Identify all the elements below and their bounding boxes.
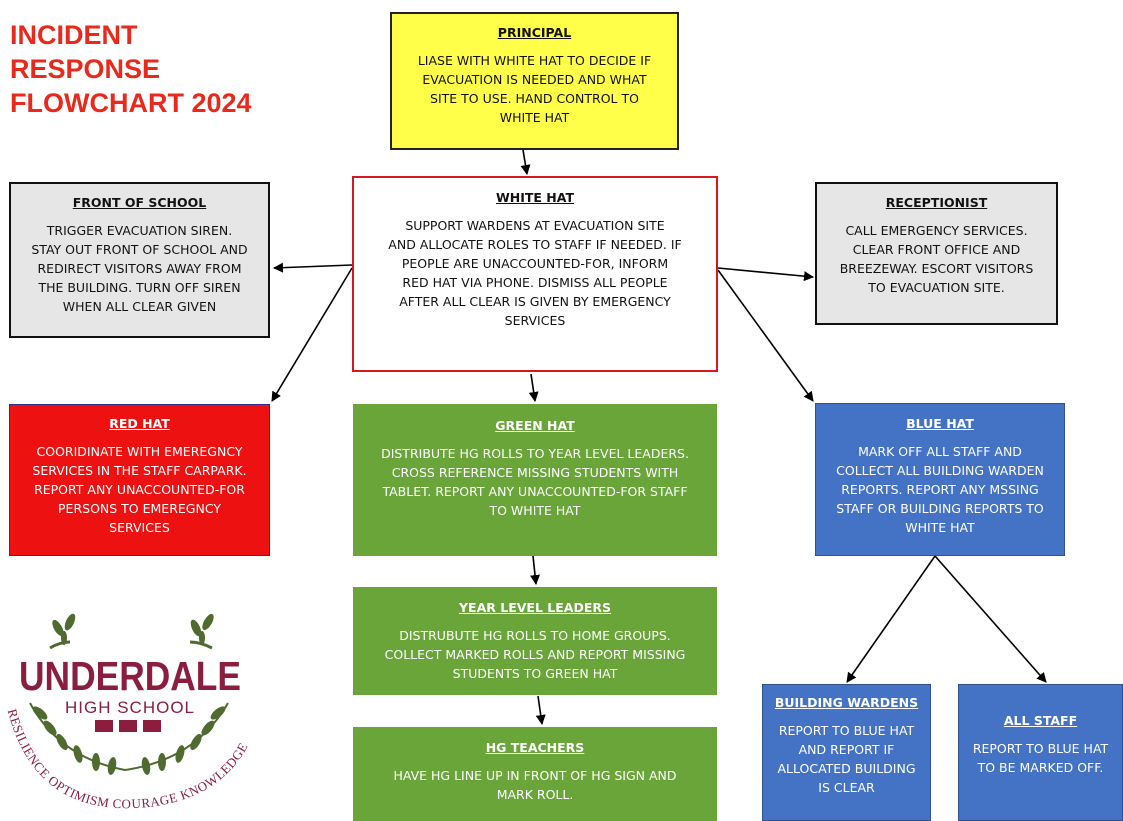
arrow-blue-hat-to-all-staff [934, 555, 1047, 683]
principal-text-line: EVACUATION IS NEEDED AND WHAT [422, 72, 647, 87]
white-hat-text-line: AFTER ALL CLEAR IS GIVEN BY EMERGENCY [399, 294, 671, 309]
front-of-school-heading: FRONT OF SCHOOL [72, 195, 207, 210]
building-wardens-text-line: ALLOCATED BUILDING [777, 761, 916, 776]
front-of-school-text-line: TRIGGER EVACUATION SIREN. [46, 223, 233, 238]
white-hat-text-line: AND ALLOCATE ROLES TO STAFF IF NEEDED. I… [388, 237, 682, 252]
year-level-leaders-text-line: COLLECT MARKED ROLLS AND REPORT MISSING [384, 647, 686, 662]
blue-hat-text-line: MARK OFF ALL STAFF AND [858, 444, 1022, 459]
arrow-white-hat-to-blue-hat [717, 269, 814, 402]
all-staff-text-line: TO BE MARKED OFF. [977, 760, 1104, 775]
green-hat-text-line: TO WHITE HAT [489, 503, 581, 518]
front-of-school-text-line: REDIRECT VISITORS AWAY FROM [37, 261, 242, 276]
hg-teachers-heading: HG TEACHERS [485, 740, 585, 755]
green-hat-text-line: CROSS REFERENCE MISSING STUDENTS WITH [391, 465, 679, 480]
arrow-white-hat-to-green-hat [528, 373, 539, 402]
white-hat-box: WHITE HAT SUPPORT WARDENS AT EVACUATION … [352, 176, 718, 372]
hg-teachers-text-line: MARK ROLL. [496, 787, 574, 802]
front-of-school-box: FRONT OF SCHOOL TRIGGER EVACUATION SIREN… [9, 182, 270, 338]
year-level-leaders-text-line: DISTRUBUTE HG ROLLS TO HOME GROUPS. [399, 628, 671, 643]
all-staff-text-line: REPORT TO BLUE HAT [972, 741, 1109, 756]
building-wardens-text-line: AND REPORT IF [798, 742, 895, 757]
white-hat-text-line: PEOPLE ARE UNACCOUNTED-FOR, INFORM [401, 256, 669, 271]
receptionist-box: RECEPTIONIST CALL EMERGENCY SERVICES. CL… [815, 182, 1058, 325]
title-line: INCIDENT [10, 20, 138, 50]
hg-teachers-box: HG TEACHERS HAVE HG LINE UP IN FRONT OF … [353, 727, 717, 821]
principal-heading: PRINCIPAL [497, 25, 572, 40]
arrow-blue-hat-to-building-wardens [846, 555, 936, 683]
title-line: RESPONSE [10, 54, 161, 84]
red-hat-text-line: SERVICES IN THE STAFF CARPARK. [32, 463, 247, 478]
red-hat-box: RED HAT COORIDINATE WITH EMEREGNCY SERVI… [9, 404, 270, 556]
building-wardens-heading: BUILDING WARDENS [774, 695, 919, 710]
white-hat-heading: WHITE HAT [495, 190, 574, 205]
laurel-sprig-left-icon [49, 613, 76, 650]
blue-hat-text-line: COLLECT ALL BUILDING WARDEN [836, 463, 1044, 478]
blue-hat-heading: BLUE HAT [906, 416, 974, 431]
green-hat-text-line: DISTRIBUTE HG ROLLS TO YEAR LEVEL LEADER… [381, 446, 689, 461]
red-hat-text-line: REPORT ANY UNACCOUNTED-FOR [34, 482, 245, 497]
red-hat-text-line: COORIDINATE WITH EMEREGNCY [36, 444, 243, 459]
receptionist-heading: RECEPTIONIST [885, 195, 988, 210]
principal-box: PRINCIPAL LIASE WITH WHITE HAT TO DECIDE… [390, 12, 679, 150]
laurel-sprig-right-icon [189, 613, 214, 650]
building-wardens-box: BUILDING WARDENS REPORT TO BLUE HAT AND … [762, 684, 931, 821]
front-of-school-text-line: STAY OUT FRONT OF SCHOOL AND [31, 242, 248, 257]
blue-hat-box: BLUE HAT MARK OFF ALL STAFF AND COLLECT … [815, 403, 1065, 556]
logo-name: UNDERDALE [19, 653, 241, 699]
page-title: INCIDENT RESPONSE FLOWCHART 2024 [10, 18, 252, 120]
receptionist-text-line: CLEAR FRONT OFFICE AND [852, 242, 1021, 257]
hg-teachers-text-line: HAVE HG LINE UP IN FRONT OF HG SIGN AND [393, 768, 677, 783]
year-level-leaders-box: YEAR LEVEL LEADERS DISTRUBUTE HG ROLLS T… [353, 587, 717, 695]
blue-hat-text-line: WHITE HAT [905, 520, 975, 535]
front-of-school-text-line: THE BUILDING. TURN OFF SIREN [38, 280, 241, 295]
year-level-leaders-heading: YEAR LEVEL LEADERS [459, 600, 611, 615]
green-hat-heading: GREEN HAT [495, 418, 575, 433]
arrow-green-hat-to-year-level-leaders [530, 555, 541, 585]
arrow-white-hat-to-receptionist [717, 267, 814, 282]
principal-text-line: WHITE HAT [499, 110, 570, 125]
red-hat-heading: RED HAT [109, 416, 170, 431]
building-wardens-text-line: REPORT TO BLUE HAT [778, 723, 915, 738]
green-hat-box: GREEN HAT DISTRIBUTE HG ROLLS TO YEAR LE… [353, 404, 717, 556]
logo-subtitle: HIGH SCHOOL [65, 698, 195, 717]
arrow-principal-to-white-hat [520, 149, 531, 175]
blue-hat-text-line: STAFF OR BUILDING REPORTS TO [836, 501, 1044, 516]
white-hat-text-line: SUPPORT WARDENS AT EVACUATION SITE [405, 218, 665, 233]
logo-squares [95, 720, 161, 732]
arrow-year-level-leaders-to-hg-teachers [535, 695, 546, 725]
receptionist-text-line: CALL EMERGENCY SERVICES. [845, 223, 1028, 238]
receptionist-text-line: TO EVACUATION SITE. [868, 280, 1005, 295]
white-hat-text-line: RED HAT VIA PHONE. DISMISS ALL PEOPLE [402, 275, 668, 290]
red-hat-text-line: PERSONS TO EMEREGNCY [58, 501, 221, 516]
red-hat-text-line: SERVICES [109, 520, 170, 535]
school-logo: UNDERDALE HIGH SCHOOL RESILIENCE OPTIMIS… [5, 613, 250, 811]
all-staff-heading: ALL STAFF [1003, 713, 1078, 728]
laurel-wreath-icon [29, 702, 229, 775]
green-hat-text-line: TABLET. REPORT ANY UNACCOUNTED-FOR STAFF [382, 484, 688, 499]
arrow-white-hat-to-red-hat [271, 267, 353, 402]
blue-hat-text-line: REPORTS. REPORT ANY MSSING [841, 482, 1039, 497]
year-level-leaders-text-line: STUDENTS TO GREEN HAT [452, 666, 618, 681]
principal-text-line: SITE TO USE. HAND CONTROL TO [430, 91, 639, 106]
front-of-school-text-line: WHEN ALL CLEAR GIVEN [62, 299, 217, 314]
receptionist-text-line: BREEZEWAY. ESCORT VISITORS [839, 261, 1034, 276]
arrow-white-hat-to-front-of-school [273, 262, 353, 273]
title-line: FLOWCHART 2024 [10, 88, 252, 118]
building-wardens-text-line: IS CLEAR [818, 780, 875, 795]
principal-text-line: LIASE WITH WHITE HAT TO DECIDE IF [417, 53, 652, 68]
white-hat-text-line: SERVICES [504, 313, 566, 328]
all-staff-box: ALL STAFF REPORT TO BLUE HAT TO BE MARKE… [958, 684, 1123, 821]
